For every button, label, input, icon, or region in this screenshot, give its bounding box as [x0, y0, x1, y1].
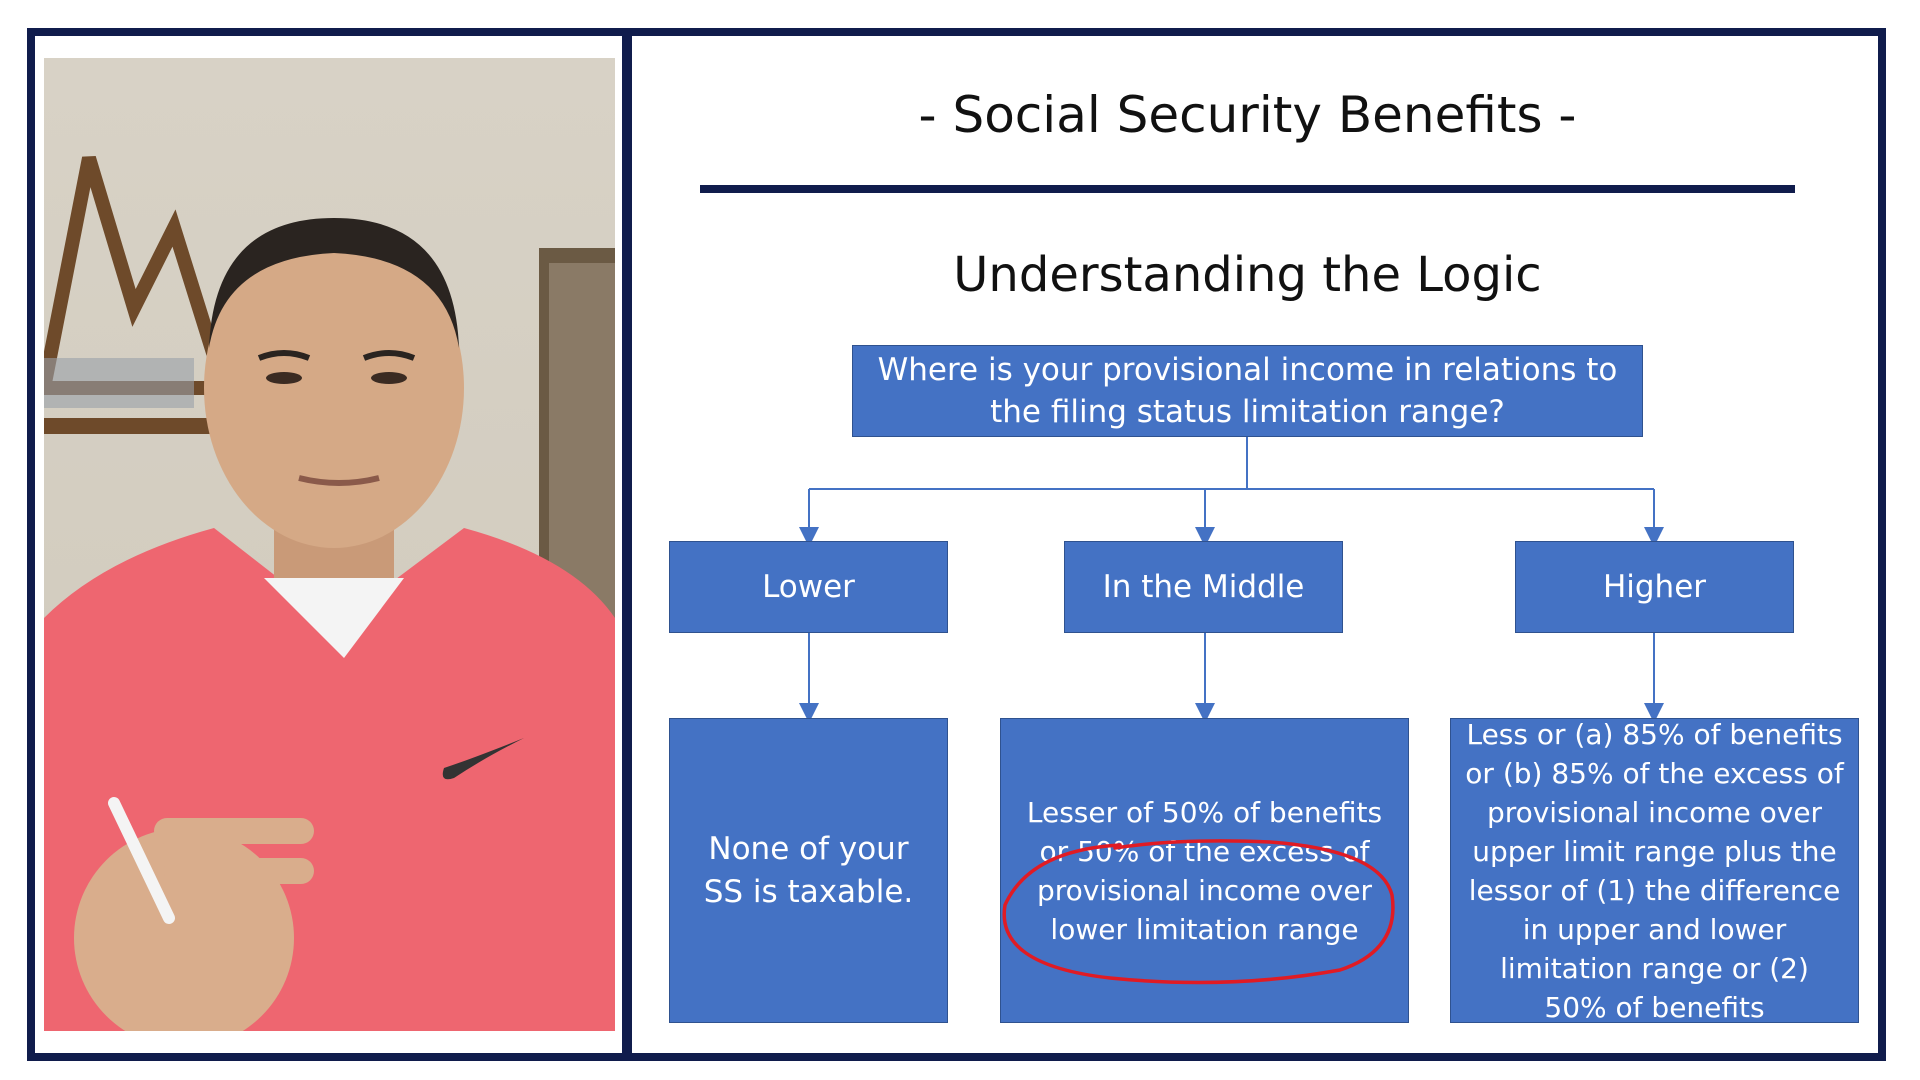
branch-middle-box: In the Middle — [1064, 541, 1343, 633]
result-higher-box: Less or (a) 85% of benefits or (b) 85% o… — [1450, 718, 1859, 1024]
root-question-text: Where is your provisional income in rela… — [877, 352, 1618, 430]
branch-higher-label: Higher — [1602, 569, 1707, 605]
branch-middle-label: In the Middle — [1102, 569, 1305, 605]
slide-subtitle: Understanding the Logic — [953, 247, 1542, 303]
root-question-box: Where is your provisional income in rela… — [852, 345, 1643, 437]
result-middle-box: Lesser of 50% of benefits or 50% of the … — [1000, 718, 1409, 1023]
title-rule — [700, 185, 1795, 193]
branch-higher-box: Higher — [1515, 541, 1794, 633]
result-higher-text: Less or (a) 85% of benefits or (b) 85% o… — [1465, 717, 1844, 1024]
result-lower-box: None of your SS is taxable. — [669, 718, 948, 1023]
branch-lower-label: Lower — [762, 569, 855, 605]
branch-lower-box: Lower — [669, 541, 948, 633]
presenter-illustration — [44, 155, 615, 1031]
result-middle-text: Lesser of 50% of benefits or 50% of the … — [1026, 795, 1383, 946]
panel-divider — [622, 28, 632, 1061]
slide-title: - Social Security Benefits - — [918, 86, 1577, 144]
result-lower-text: None of your SS is taxable. — [703, 830, 914, 910]
presenter-video — [44, 58, 615, 1031]
